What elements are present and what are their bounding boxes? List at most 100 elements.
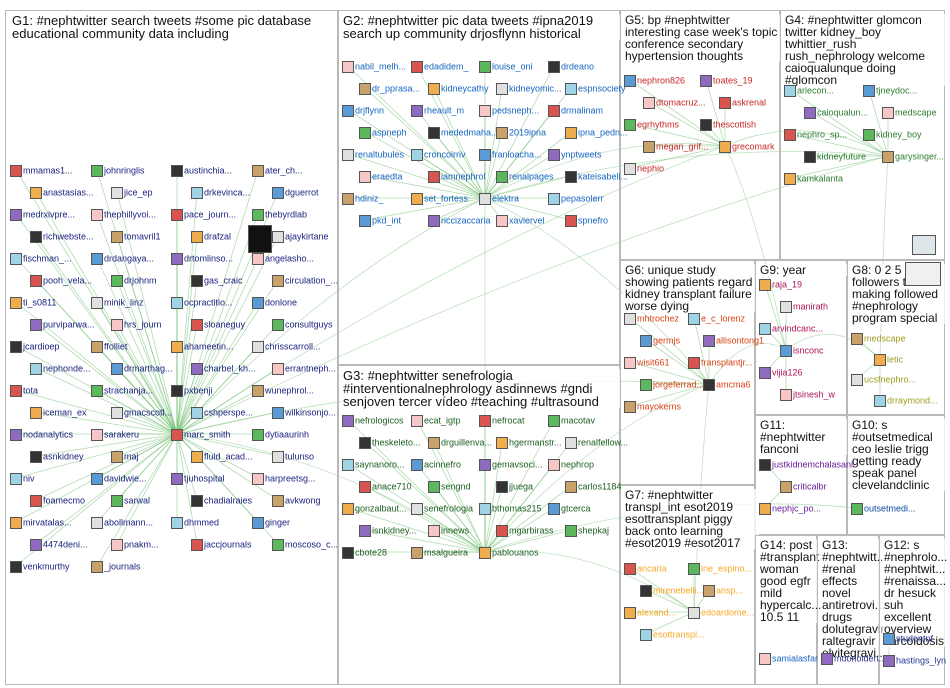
account-node[interactable]: xaviervel xyxy=(496,212,545,228)
account-node[interactable]: maj xyxy=(111,448,139,464)
account-node[interactable]: carlos1184 xyxy=(565,478,621,494)
account-node[interactable]: transplantjr... xyxy=(688,354,753,370)
account-node[interactable]: hrs_journ xyxy=(111,316,162,332)
account-node[interactable]: kidneyfuture xyxy=(804,148,866,164)
account-node[interactable]: outsetmedi... xyxy=(851,500,916,516)
account-node[interactable]: wisit661 xyxy=(624,354,670,370)
account-node[interactable]: nephro_sp... xyxy=(784,126,847,142)
account-node[interactable]: kidneyomic... xyxy=(496,80,562,96)
account-node[interactable]: renalfellow... xyxy=(565,434,628,450)
account-node[interactable]: venkmurthy xyxy=(10,558,70,574)
account-node[interactable]: rheault_m xyxy=(411,102,464,118)
account-node[interactable]: nephonde... xyxy=(30,360,91,376)
account-node[interactable]: drdangaya... xyxy=(91,250,154,266)
account-node[interactable]: austinchia... xyxy=(171,162,232,178)
account-node[interactable]: elektra xyxy=(479,190,519,206)
account-node[interactable]: ginger xyxy=(252,514,290,530)
account-node[interactable]: tota xyxy=(10,382,38,398)
account-node[interactable]: errantneph... xyxy=(272,360,336,376)
account-node[interactable]: richwebste... xyxy=(30,228,94,244)
account-node[interactable]: tomavril1 xyxy=(111,228,161,244)
account-node[interactable]: eraedta xyxy=(359,168,403,184)
account-node[interactable]: caioqualun... xyxy=(804,104,868,120)
account-node[interactable]: strachanja... xyxy=(91,382,153,398)
account-node[interactable]: egrhythms xyxy=(624,116,679,132)
account-node[interactable]: minik_linz xyxy=(91,294,144,310)
account-node[interactable]: drraymond... xyxy=(874,392,938,408)
account-node[interactable]: wunephrol... xyxy=(252,382,314,398)
account-node[interactable]: amcma6 xyxy=(703,376,751,392)
account-node[interactable]: ti_s0811 xyxy=(10,294,56,310)
account-node[interactable]: cbote28 xyxy=(342,544,387,560)
account-node[interactable]: renaltubules xyxy=(342,146,404,162)
account-node[interactable]: spnefro xyxy=(565,212,608,228)
account-node[interactable]: medscape xyxy=(851,330,906,346)
account-node[interactable]: ariecon... xyxy=(784,82,834,98)
account-node[interactable]: wilkinsonjo... xyxy=(272,404,336,420)
account-node[interactable]: letic xyxy=(874,351,903,367)
account-node[interactable]: drkevinca... xyxy=(191,184,250,200)
account-node[interactable]: gemavsoci... xyxy=(479,456,543,472)
account-node[interactable]: mirenebelli... xyxy=(640,582,704,598)
account-node[interactable]: cshperspe... xyxy=(191,404,253,420)
account-node[interactable]: jcardioep xyxy=(10,338,60,354)
account-node[interactable]: pooh_vela... xyxy=(30,272,92,288)
account-node[interactable]: sloaneguy xyxy=(191,316,245,332)
account-node[interactable]: moscoso_c... xyxy=(272,536,338,552)
account-node[interactable]: hastings_lyn xyxy=(883,652,946,668)
account-node[interactable]: nabil_melh... xyxy=(342,58,406,74)
account-node[interactable]: ynptweets xyxy=(548,146,602,162)
account-node[interactable]: gmacscotl... xyxy=(111,404,172,420)
account-node[interactable]: fluid_acad... xyxy=(191,448,253,464)
account-node[interactable]: kateisabell... xyxy=(565,168,628,184)
account-node[interactable]: nefrologicos xyxy=(342,412,404,428)
account-node[interactable]: criticalbr xyxy=(780,478,827,494)
account-node[interactable]: niv xyxy=(10,470,35,486)
account-node[interactable]: 2019ipna xyxy=(496,124,546,140)
account-node[interactable]: ansp... xyxy=(703,582,743,598)
account-node[interactable]: nefrocat xyxy=(479,412,525,428)
account-node[interactable]: drguillenva... xyxy=(428,434,492,450)
account-node[interactable]: drjohnm xyxy=(111,272,157,288)
account-node[interactable]: pablouanos xyxy=(479,544,539,560)
account-node[interactable]: mededmaha... xyxy=(428,124,499,140)
account-node[interactable]: avkwong xyxy=(272,492,321,508)
account-node[interactable]: pkd_int xyxy=(359,212,401,228)
account-node[interactable]: studentnf xyxy=(883,630,933,646)
account-node[interactable]: garysinger... xyxy=(882,148,944,164)
account-node[interactable]: saynanoro... xyxy=(342,456,405,472)
account-node[interactable]: aspneph xyxy=(359,124,407,140)
account-node[interactable]: pxbenji xyxy=(171,382,213,398)
account-node[interactable]: jice_ep xyxy=(111,184,153,200)
account-node[interactable]: charbel_kh... xyxy=(191,360,256,376)
account-node[interactable]: nephjc_po... xyxy=(759,500,821,516)
account-node[interactable]: nephron826 xyxy=(624,72,685,88)
account-node[interactable]: medrxivpre... xyxy=(10,206,75,222)
account-node[interactable]: gonzalbaut... xyxy=(342,500,407,516)
account-node[interactable]: nephrop xyxy=(548,456,594,472)
account-node[interactable]: alexand... xyxy=(624,604,676,620)
account-node[interactable]: isnkidney... xyxy=(359,522,416,538)
account-node[interactable]: marc_smith xyxy=(171,426,231,442)
account-node[interactable]: jaccjournals xyxy=(191,536,252,552)
account-node[interactable]: gas_craic xyxy=(191,272,243,288)
account-node[interactable]: bthomas215 xyxy=(479,500,542,516)
account-node[interactable]: pnakm... xyxy=(111,536,159,552)
account-node[interactable]: foamecmo xyxy=(30,492,85,508)
account-node[interactable]: dguerrot xyxy=(272,184,319,200)
account-node[interactable]: innews xyxy=(428,522,469,538)
account-node[interactable]: allisontong1 xyxy=(703,332,764,348)
account-node[interactable]: ater_ch... xyxy=(252,162,303,178)
account-node[interactable]: set_fortess xyxy=(411,190,468,206)
account-node[interactable]: asnkidney xyxy=(30,448,84,464)
account-node[interactable]: donlone xyxy=(252,294,297,310)
account-node[interactable]: pepasolerr xyxy=(548,190,604,206)
account-node[interactable]: kamkalanta xyxy=(784,170,843,186)
account-node[interactable]: ucsfnephro... xyxy=(851,371,916,387)
account-node[interactable]: mgarbirass xyxy=(496,522,554,538)
account-node[interactable]: dytiaaurinh xyxy=(252,426,309,442)
account-node[interactable]: mirvatalas... xyxy=(10,514,72,530)
account-node[interactable]: nephio xyxy=(624,160,664,176)
account-node[interactable]: samialasfar xyxy=(759,650,818,666)
account-node[interactable]: anastasias... xyxy=(30,184,94,200)
